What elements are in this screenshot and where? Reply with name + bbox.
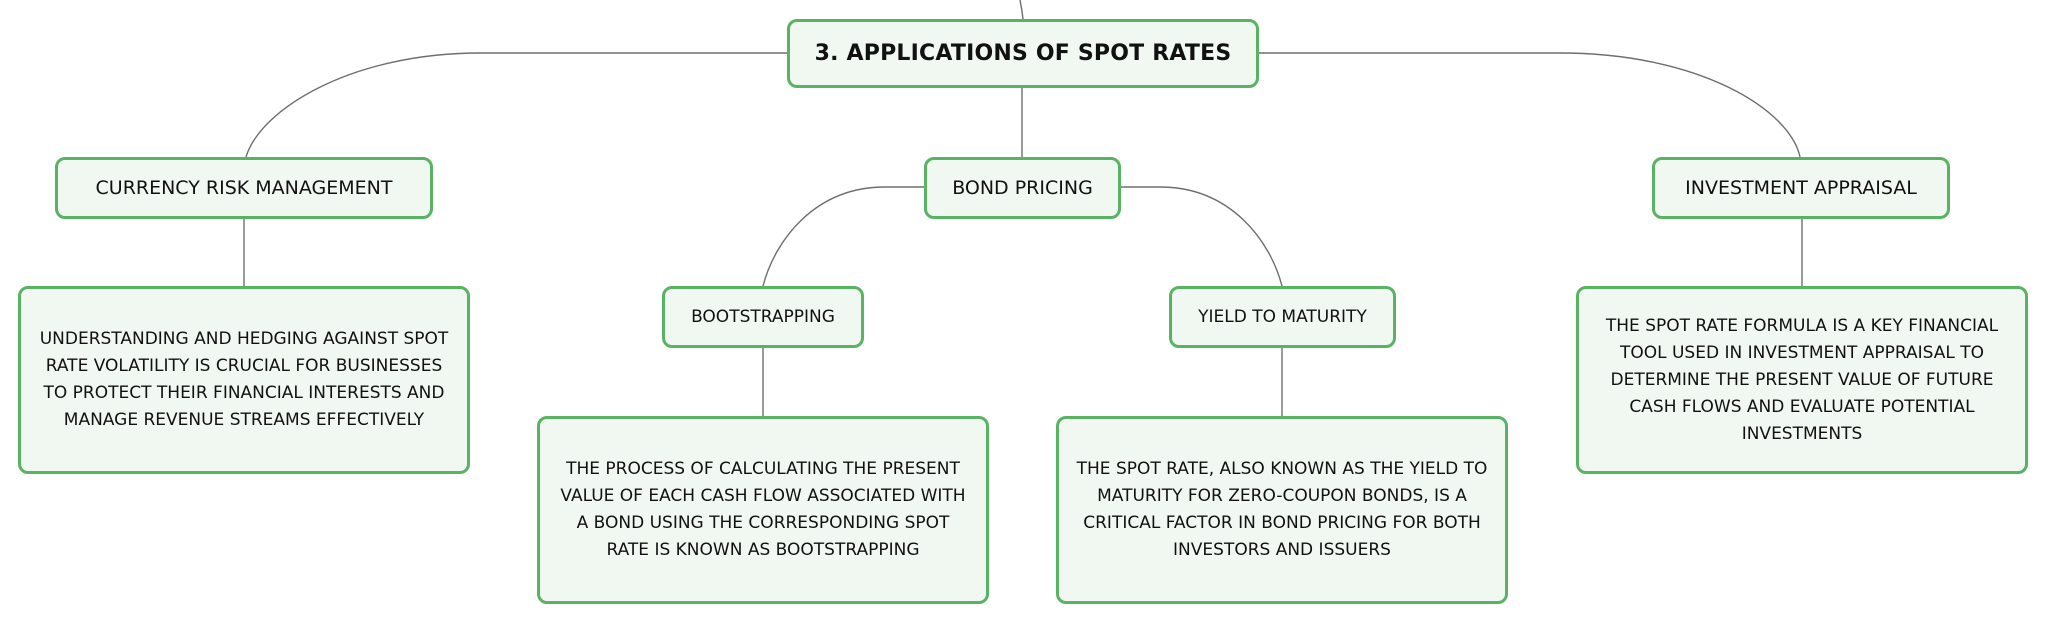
currency-risk-management-label: CURRENCY RISK MANAGEMENT xyxy=(95,177,393,199)
bootstrapping-description-node[interactable]: THE PROCESS OF CALCULATING THE PRESENT V… xyxy=(537,416,989,604)
yield-to-maturity-node[interactable]: YIELD TO MATURITY xyxy=(1169,286,1396,348)
bootstrapping-node[interactable]: BOOTSTRAPPING xyxy=(662,286,864,348)
currency-risk-description-text: UNDERSTANDING AND HEDGING AGAINST SPOT R… xyxy=(39,329,449,430)
connector-root-to-investment xyxy=(1259,52,1801,158)
connector-bond-to-ytm xyxy=(1121,186,1283,287)
bond-pricing-label: BOND PRICING xyxy=(952,177,1093,199)
connector-parent-to-root xyxy=(1019,0,1024,20)
investment-appraisal-node[interactable]: INVESTMENT APPRAISAL xyxy=(1652,157,1950,219)
currency-risk-description-node[interactable]: UNDERSTANDING AND HEDGING AGAINST SPOT R… xyxy=(18,286,470,474)
bootstrapping-label: BOOTSTRAPPING xyxy=(691,307,835,327)
investment-appraisal-label: INVESTMENT APPRAISAL xyxy=(1685,177,1917,199)
connector-root-to-currency xyxy=(245,52,787,158)
bond-pricing-node[interactable]: BOND PRICING xyxy=(924,157,1121,219)
bootstrapping-description-text: THE PROCESS OF CALCULATING THE PRESENT V… xyxy=(560,459,966,560)
yield-to-maturity-description-node[interactable]: THE SPOT RATE, ALSO KNOWN AS THE YIELD T… xyxy=(1056,416,1508,604)
yield-to-maturity-label: YIELD TO MATURITY xyxy=(1198,307,1367,327)
connector-bond-to-bootstrapping xyxy=(762,186,924,287)
yield-to-maturity-description-text: THE SPOT RATE, ALSO KNOWN AS THE YIELD T… xyxy=(1076,459,1488,560)
investment-appraisal-description-text: THE SPOT RATE FORMULA IS A KEY FINANCIAL… xyxy=(1605,315,1999,444)
currency-risk-management-node[interactable]: CURRENCY RISK MANAGEMENT xyxy=(55,157,433,219)
root-node[interactable]: 3. APPLICATIONS OF SPOT RATES xyxy=(787,19,1259,88)
root-node-label: 3. APPLICATIONS OF SPOT RATES xyxy=(814,41,1232,66)
investment-appraisal-description-node[interactable]: THE SPOT RATE FORMULA IS A KEY FINANCIAL… xyxy=(1576,286,2028,474)
